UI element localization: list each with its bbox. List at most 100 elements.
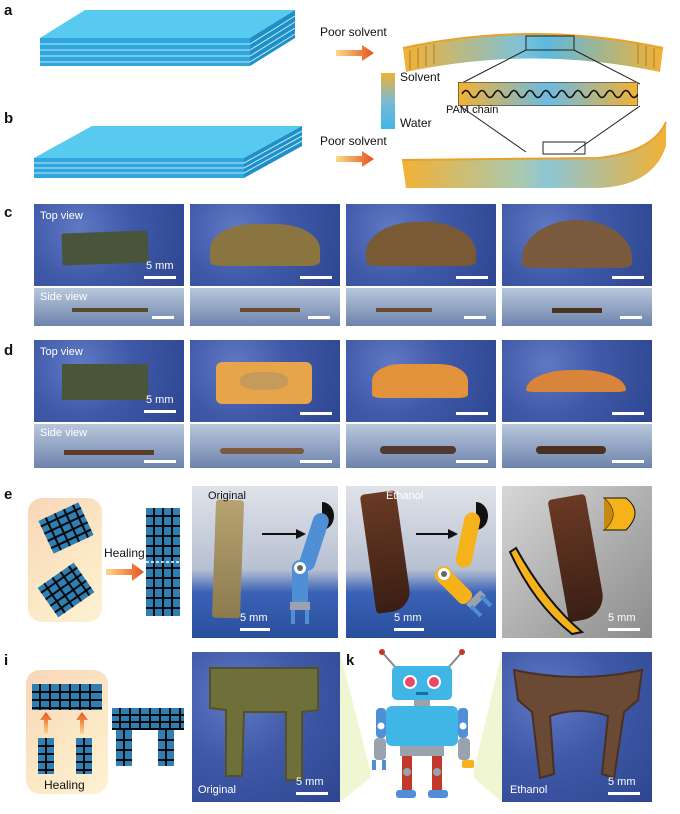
layered-sheet-a: [40, 10, 296, 66]
bent-sheet-a: [402, 33, 664, 72]
panel-label-d: d: [4, 342, 14, 359]
legend-water: Water: [400, 116, 432, 130]
photo-h: 5 mm: [502, 486, 652, 638]
photo-f: Original 5 mm: [192, 486, 338, 638]
legend-solvent: Solvent: [400, 70, 441, 84]
scale-bar: [612, 276, 644, 279]
photo-g: Ethanol 5 mm: [346, 486, 496, 638]
photo-d1-side: Side view: [34, 424, 184, 468]
scale-bar: [464, 316, 486, 319]
grid-healed-i: [112, 708, 184, 766]
scale-text-d: 5 mm: [146, 394, 174, 406]
robot-arm-bent: [416, 502, 493, 618]
gel-side: [552, 308, 602, 313]
photo-d2-top: [190, 340, 340, 422]
scale-text-c: 5 mm: [146, 260, 174, 272]
photo-h-scale: 5 mm: [608, 612, 636, 624]
scale-bar: [144, 460, 176, 463]
healing-label-e: Healing: [104, 546, 145, 560]
orange-arrow-e: [106, 563, 144, 581]
photo-g-title: Ethanol: [386, 490, 424, 502]
scale-bar: [620, 316, 642, 319]
scale-bar: [308, 316, 330, 319]
gel-sample: [366, 222, 476, 266]
panel-label-b: b: [4, 110, 14, 127]
half-pipe-icon: [602, 497, 636, 531]
top-view-label-d: Top view: [40, 346, 83, 358]
up-arrows-i: [40, 712, 88, 734]
photo-d3-top: [346, 340, 496, 422]
gel-sample: [62, 364, 148, 400]
photo-d4-top: [502, 340, 652, 422]
photo-d3-side: [346, 424, 496, 468]
gel-side: [72, 308, 148, 312]
gel-sample: [61, 230, 149, 266]
photo-c3-side: [346, 288, 496, 326]
photo-c4-side: [502, 288, 652, 326]
photo-j: Original 5 mm: [192, 652, 340, 802]
scale-bar: [608, 628, 640, 631]
grid-block-bottom: [37, 562, 95, 618]
panel-label-i: i: [4, 652, 9, 669]
scale-bar: [456, 276, 488, 279]
photo-c2-side: [190, 288, 340, 326]
gel-side: [220, 448, 304, 454]
scale-bar: [608, 792, 640, 795]
gel-center: [240, 372, 288, 390]
robot-arm-straight: [262, 502, 334, 624]
panel-label-e: e: [4, 486, 13, 503]
gel-sample: [210, 224, 320, 266]
photo-j-title: Original: [198, 784, 236, 796]
photo-c1-top: Top view 5 mm: [34, 204, 184, 286]
zoom-wedge-left: [340, 652, 370, 802]
healing-label-i: Healing: [44, 778, 85, 792]
scale-bar: [612, 412, 644, 415]
scale-bar: [152, 316, 174, 319]
scale-bar: [612, 460, 644, 463]
panel-label-k: k: [346, 652, 355, 669]
scale-bar: [456, 460, 488, 463]
side-view-label-c: Side view: [40, 291, 88, 303]
photo-c2-top: [190, 204, 340, 286]
solvent-water-gradient: [381, 73, 395, 129]
scale-bar: [300, 412, 332, 415]
gel-arch: [209, 667, 319, 781]
curved-strip-icon: [508, 546, 585, 636]
photo-g-scale: 5 mm: [394, 612, 422, 624]
poor-solvent-label-b: Poor solvent: [320, 134, 387, 148]
photo-d4-side: [502, 424, 652, 468]
poor-solvent-label-a: Poor solvent: [320, 25, 387, 39]
photo-c4-top: [502, 204, 652, 286]
photo-c3-top: [346, 204, 496, 286]
gel-side: [380, 446, 456, 454]
pam-chain-zoom: [458, 82, 638, 106]
top-view-label-c: Top view: [40, 210, 83, 222]
gel-side: [376, 308, 432, 312]
gel-arch-bent: [512, 668, 644, 780]
gel-side: [240, 308, 300, 312]
gel-sample: [372, 364, 468, 398]
scale-bar: [300, 276, 332, 279]
grid-healed: [146, 508, 180, 616]
gel-side: [64, 450, 154, 455]
scale-bar: [394, 628, 424, 631]
gel-sample: [526, 370, 626, 392]
photo-d2-side: [190, 424, 340, 468]
photo-d1-top: Top view 5 mm: [34, 340, 184, 422]
gel-sample: [522, 220, 632, 268]
scale-bar: [240, 628, 270, 631]
photo-l-scale: 5 mm: [608, 776, 636, 788]
scale-bar: [456, 412, 488, 415]
photo-j-scale: 5 mm: [296, 776, 324, 788]
robot-illustration: [372, 649, 474, 798]
scale-bar: [296, 792, 328, 795]
photo-f-scale: 5 mm: [240, 612, 268, 624]
grid-block-top: [38, 502, 94, 554]
photo-l-title: Ethanol: [510, 784, 548, 796]
gel-side: [536, 446, 606, 454]
panel-label-c: c: [4, 204, 13, 221]
layered-sheet-b: [34, 126, 303, 178]
scale-bar: [144, 276, 176, 279]
photo-l: Ethanol 5 mm: [502, 652, 652, 802]
photo-f-title: Original: [208, 490, 246, 502]
